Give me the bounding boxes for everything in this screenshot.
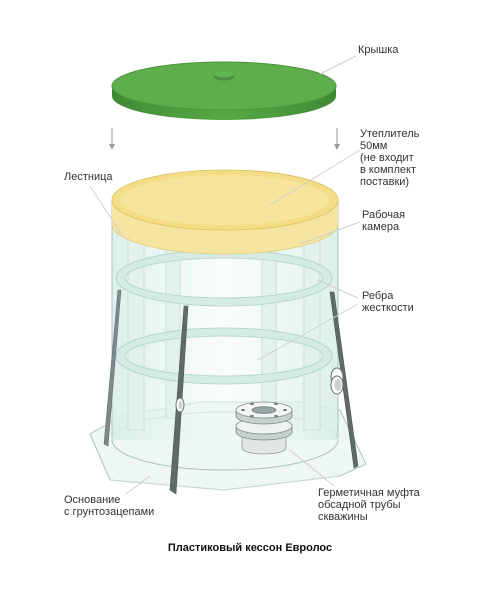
label-ribs: Ребра жесткости [362,290,414,314]
leader-insulation [269,149,361,206]
label-ladder: Лестница [64,171,113,183]
cable-port-right [330,367,344,395]
gusset-right [329,291,359,469]
gusset-left-rear [103,289,122,447]
label-chamber: Рабочая камера [362,209,408,233]
leader-coupling [289,449,335,487]
label-lid: Крышка [358,44,399,56]
leader-ladder [89,185,125,239]
casing-coupling [235,401,293,455]
leader-chamber [299,221,361,245]
leader-base [125,475,151,495]
insulation-layer [111,169,339,255]
leader-rib-lower [257,303,359,361]
leader-lid [319,55,357,75]
diagram-caption: Пластиковый кессон Евролос [168,542,332,554]
assembly-arrow-right [334,128,340,150]
lid-handle [214,70,234,81]
label-insulation: Утеплитель 50мм (не входит в комплект по… [360,128,422,188]
label-coupling: Герметичная муфта обсадной трубы скважин… [318,487,423,523]
lid [111,61,337,120]
label-base: Основание с грунтозацепами [64,494,154,518]
cable-port-left [175,397,185,413]
assembly-arrow-left [109,128,115,150]
leader-rib-upper [317,279,359,299]
stiffening-rib-lower [115,327,333,385]
